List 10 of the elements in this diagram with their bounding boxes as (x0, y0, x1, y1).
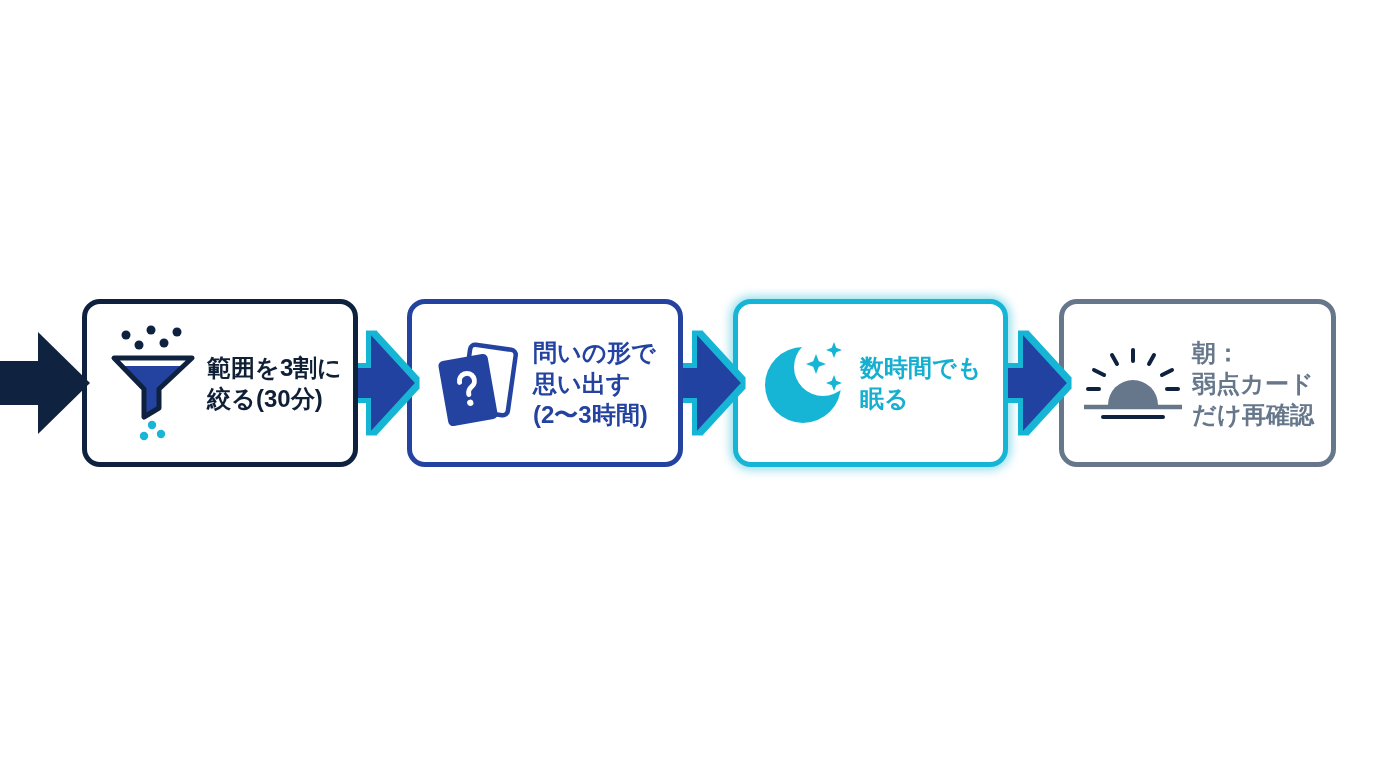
step-text: 弱点カードだけ再確認 (1192, 368, 1316, 430)
step-box (82, 299, 358, 467)
step-text: 問いの形で思い出す(2〜3時間) (533, 337, 657, 430)
step-box (1059, 299, 1336, 467)
step-text: 範囲を3割に絞る(30分) (207, 353, 344, 414)
step-box (733, 299, 1008, 467)
step-heading: 朝： (1192, 337, 1241, 368)
step-text: 数時間でも眠る (860, 353, 983, 414)
step-box (407, 299, 683, 467)
block-arrow (0, 332, 90, 434)
